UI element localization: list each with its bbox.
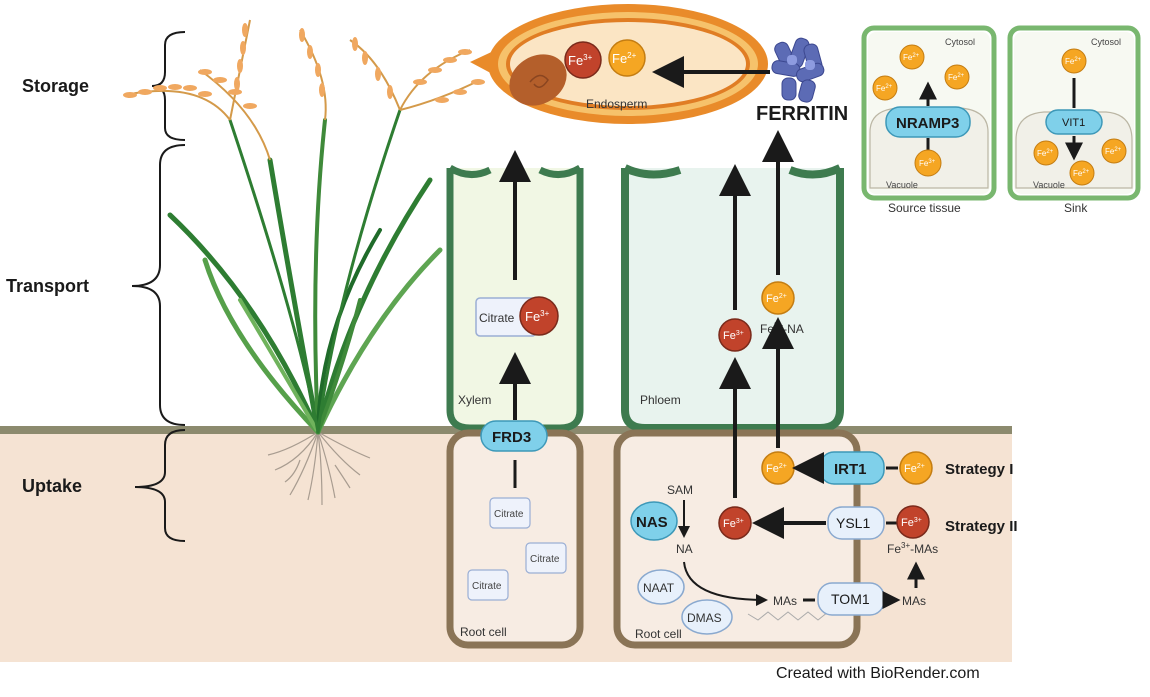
fe2-ion-seed: Fe2+ <box>608 39 646 77</box>
stage-label-transport: Transport <box>6 276 89 296</box>
brace-uptake <box>134 429 186 542</box>
stage-label-uptake: Uptake <box>22 476 82 496</box>
fe3-ion-source-vacuole: Fe3+ <box>914 149 942 177</box>
svg-text:Fe2+: Fe2+ <box>903 53 920 62</box>
biorender-credit: Created with BioRender.com <box>776 665 980 682</box>
mas-outer-label: MAs <box>902 594 926 608</box>
sink-caption: Sink <box>1064 201 1088 215</box>
fe2-ion-soil: Fe2+ <box>899 451 933 485</box>
fe2-ion-source: Fe2+ <box>872 75 898 101</box>
svg-text:Fe3+: Fe3+ <box>723 330 744 342</box>
ysl1-transporter[interactable] <box>827 506 885 540</box>
citrate-item: Citrate <box>489 497 531 529</box>
svg-text:Citrate: Citrate <box>472 581 502 592</box>
sink-cytosol-label: Cytosol <box>1091 37 1121 47</box>
citrate-item: Citrate <box>525 542 567 574</box>
mas-inner-label: MAs <box>773 594 797 608</box>
svg-text:Fe3+: Fe3+ <box>919 159 936 168</box>
svg-text:Citrate: Citrate <box>494 509 524 520</box>
nramp3-label: NRAMP3 <box>896 115 959 132</box>
fe2-ion-sink: Fe2+ <box>1061 48 1087 74</box>
svg-text:Fe2+: Fe2+ <box>612 51 637 66</box>
citrate-item: Citrate <box>467 569 509 601</box>
frd3-transporter[interactable] <box>480 420 548 452</box>
na-label: NA <box>676 542 693 556</box>
brace-transport <box>131 144 186 426</box>
svg-text:Fe3+: Fe3+ <box>901 517 922 529</box>
citrate-label-xylem: Citrate <box>479 311 515 325</box>
nas-label: NAS <box>636 514 668 531</box>
mas-molecule-icon <box>747 611 829 621</box>
svg-text:Fe3+: Fe3+ <box>568 53 593 68</box>
svg-text:Fe2+: Fe2+ <box>904 463 925 475</box>
sink-vacuole-label: Vacuole <box>1033 180 1065 190</box>
svg-text:Fe2+: Fe2+ <box>1065 57 1082 66</box>
fe2-ion-source: Fe2+ <box>944 64 970 90</box>
fe2-ion-root: Fe2+ <box>761 451 795 485</box>
tom1-label: TOM1 <box>831 591 870 607</box>
fe3-ion-seed: Fe3+ <box>564 41 602 79</box>
phloem-label: Phloem <box>640 393 681 407</box>
endosperm-label: Endosperm <box>586 97 647 111</box>
ysl1-label: YSL1 <box>836 515 870 531</box>
naat-label: NAAT <box>643 581 675 595</box>
fe3-ion-soil: Fe3+ <box>896 505 930 539</box>
fe3-mas-label: Fe3+-MAs <box>887 541 938 556</box>
fe2-ion-source: Fe2+ <box>899 44 925 70</box>
source-tissue-caption: Source tissue <box>888 201 961 215</box>
rice-plant-illustration <box>123 19 485 506</box>
source-cytosol-label: Cytosol <box>945 37 975 47</box>
xylem-label: Xylem <box>458 393 491 407</box>
svg-text:Fe2+: Fe2+ <box>1073 169 1090 178</box>
naat-enzyme[interactable] <box>637 569 685 605</box>
fe3-ion-xylem: Fe3+ <box>519 296 559 336</box>
brace-storage <box>151 31 186 141</box>
ferritin-label: FERRITIN <box>756 103 848 125</box>
root-cell-right-label: Root cell <box>635 627 682 641</box>
fe3-ion-root: Fe3+ <box>718 506 752 540</box>
nramp3-transporter[interactable] <box>885 106 971 138</box>
fe2-ion-phloem: Fe2+ <box>761 281 795 315</box>
fe2-ion-sink-vacuole: Fe2+ <box>1033 140 1059 166</box>
ferritin-protein-icon <box>771 37 825 103</box>
vit1-label: VIT1 <box>1062 117 1085 129</box>
svg-text:Fe2+: Fe2+ <box>876 84 893 93</box>
dmas-label: DMAS <box>687 611 722 625</box>
arrow-na-to-mas <box>683 561 768 606</box>
svg-text:Fe2+: Fe2+ <box>948 73 965 82</box>
root-cell-left-label: Root cell <box>460 625 507 639</box>
svg-text:Citrate: Citrate <box>530 554 560 565</box>
svg-text:Fe2+: Fe2+ <box>1037 149 1054 158</box>
phloem-vessel <box>621 168 844 432</box>
vit1-transporter[interactable] <box>1045 109 1103 135</box>
svg-text:Fe2+: Fe2+ <box>1105 147 1122 156</box>
svg-text:Fe3+: Fe3+ <box>723 518 744 530</box>
strategy-one-label: Strategy I <box>945 461 1013 478</box>
sam-label: SAM <box>667 483 693 497</box>
frd3-label: FRD3 <box>492 429 531 446</box>
svg-text:Fe2+: Fe2+ <box>766 293 787 305</box>
stage-label-storage: Storage <box>22 76 89 96</box>
dmas-enzyme[interactable] <box>681 599 733 635</box>
fe2-ion-sink-vacuole: Fe2+ <box>1101 138 1127 164</box>
strategy-two-label: Strategy II <box>945 518 1018 535</box>
svg-text:Fe2+: Fe2+ <box>766 463 787 475</box>
fe3-ion-phloem: Fe3+ <box>718 318 752 352</box>
fe2-ion-sink-vacuole: Fe2+ <box>1069 160 1095 186</box>
svg-text:Fe3+: Fe3+ <box>525 309 550 324</box>
irt1-label: IRT1 <box>834 461 867 478</box>
source-vacuole-label: Vacuole <box>886 180 918 190</box>
nas-enzyme[interactable] <box>630 501 678 541</box>
